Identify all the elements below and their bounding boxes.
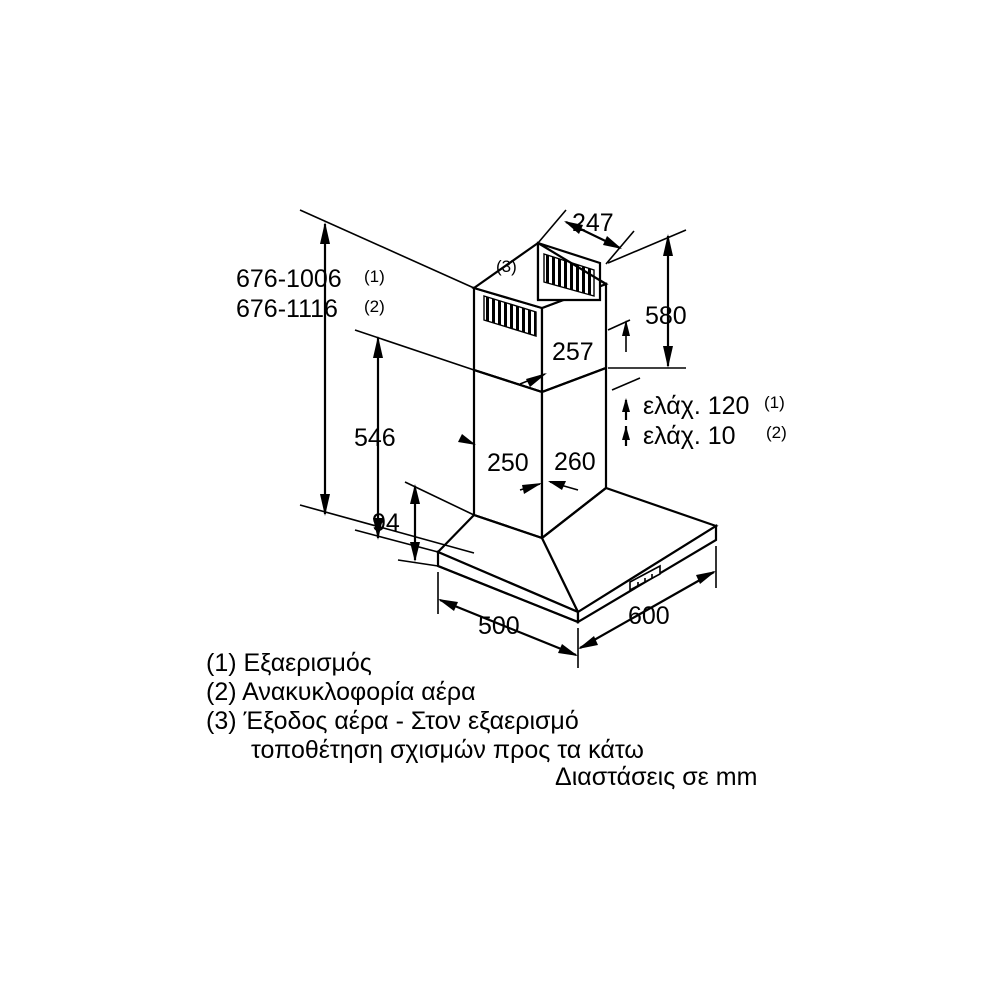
label-upper-height: 580 xyxy=(645,302,687,330)
vent-slots-front xyxy=(483,295,537,337)
label-width-top: 247 xyxy=(572,209,614,237)
hood-canopy xyxy=(436,486,719,624)
label-canopy-height: 94 xyxy=(372,509,400,537)
legend-item-ventilation: (1) Εξαερισμός xyxy=(206,649,372,677)
label-depth-top: 257 xyxy=(552,338,594,366)
label-min-clearance-2: ελάχ. 10 xyxy=(643,422,736,450)
label-chimney-depth: 260 xyxy=(554,448,596,476)
dimension-depth-top xyxy=(519,319,631,387)
vent-slots-back xyxy=(543,253,595,297)
dimension-top-width xyxy=(537,209,635,265)
upper-chimney xyxy=(471,241,609,394)
dimension-hood-width xyxy=(578,546,717,649)
label-outlet-note: (3) xyxy=(496,257,517,276)
label-height-range-1-note: (1) xyxy=(364,267,385,286)
dimension-hood-depth xyxy=(437,572,579,668)
legend-item-air-outlet: (3) Έξοδος αέρα - Στον εξαερισμό xyxy=(206,707,579,735)
legend-item-air-outlet-continued: τοποθέτηση σχισμών προς τα κάτω xyxy=(251,736,644,764)
dimension-upper-height xyxy=(607,229,687,369)
label-hood-depth: 500 xyxy=(478,612,520,640)
label-min-clearance-1-note: (1) xyxy=(764,393,785,412)
dimension-min-clearance xyxy=(611,377,641,446)
legend-item-recirculation: (2) Ανακυκλοφορία αέρα xyxy=(206,678,476,706)
label-height-range-1: 676-1006 xyxy=(236,265,342,293)
label-hood-width: 600 xyxy=(628,602,670,630)
label-lower-height: 546 xyxy=(354,424,396,452)
label-chimney-width: 250 xyxy=(487,449,529,477)
label-height-range-2-note: (2) xyxy=(364,297,385,316)
label-min-clearance-2-note: (2) xyxy=(766,423,787,442)
units-note: Διαστάσεις σε mm xyxy=(555,763,758,791)
lower-chimney xyxy=(472,366,608,541)
dimension-canopy-height xyxy=(397,481,475,567)
label-height-range-2: 676-1116 xyxy=(236,295,338,323)
dimension-total-height xyxy=(299,209,475,554)
label-min-clearance-1: ελάχ. 120 xyxy=(643,392,749,420)
legend: (1) Εξαερισμός (2) Ανακυκλοφορία αέρα (3… xyxy=(206,649,644,765)
dimension-lower-height xyxy=(354,329,475,553)
dimension-chimney-section xyxy=(458,434,579,494)
